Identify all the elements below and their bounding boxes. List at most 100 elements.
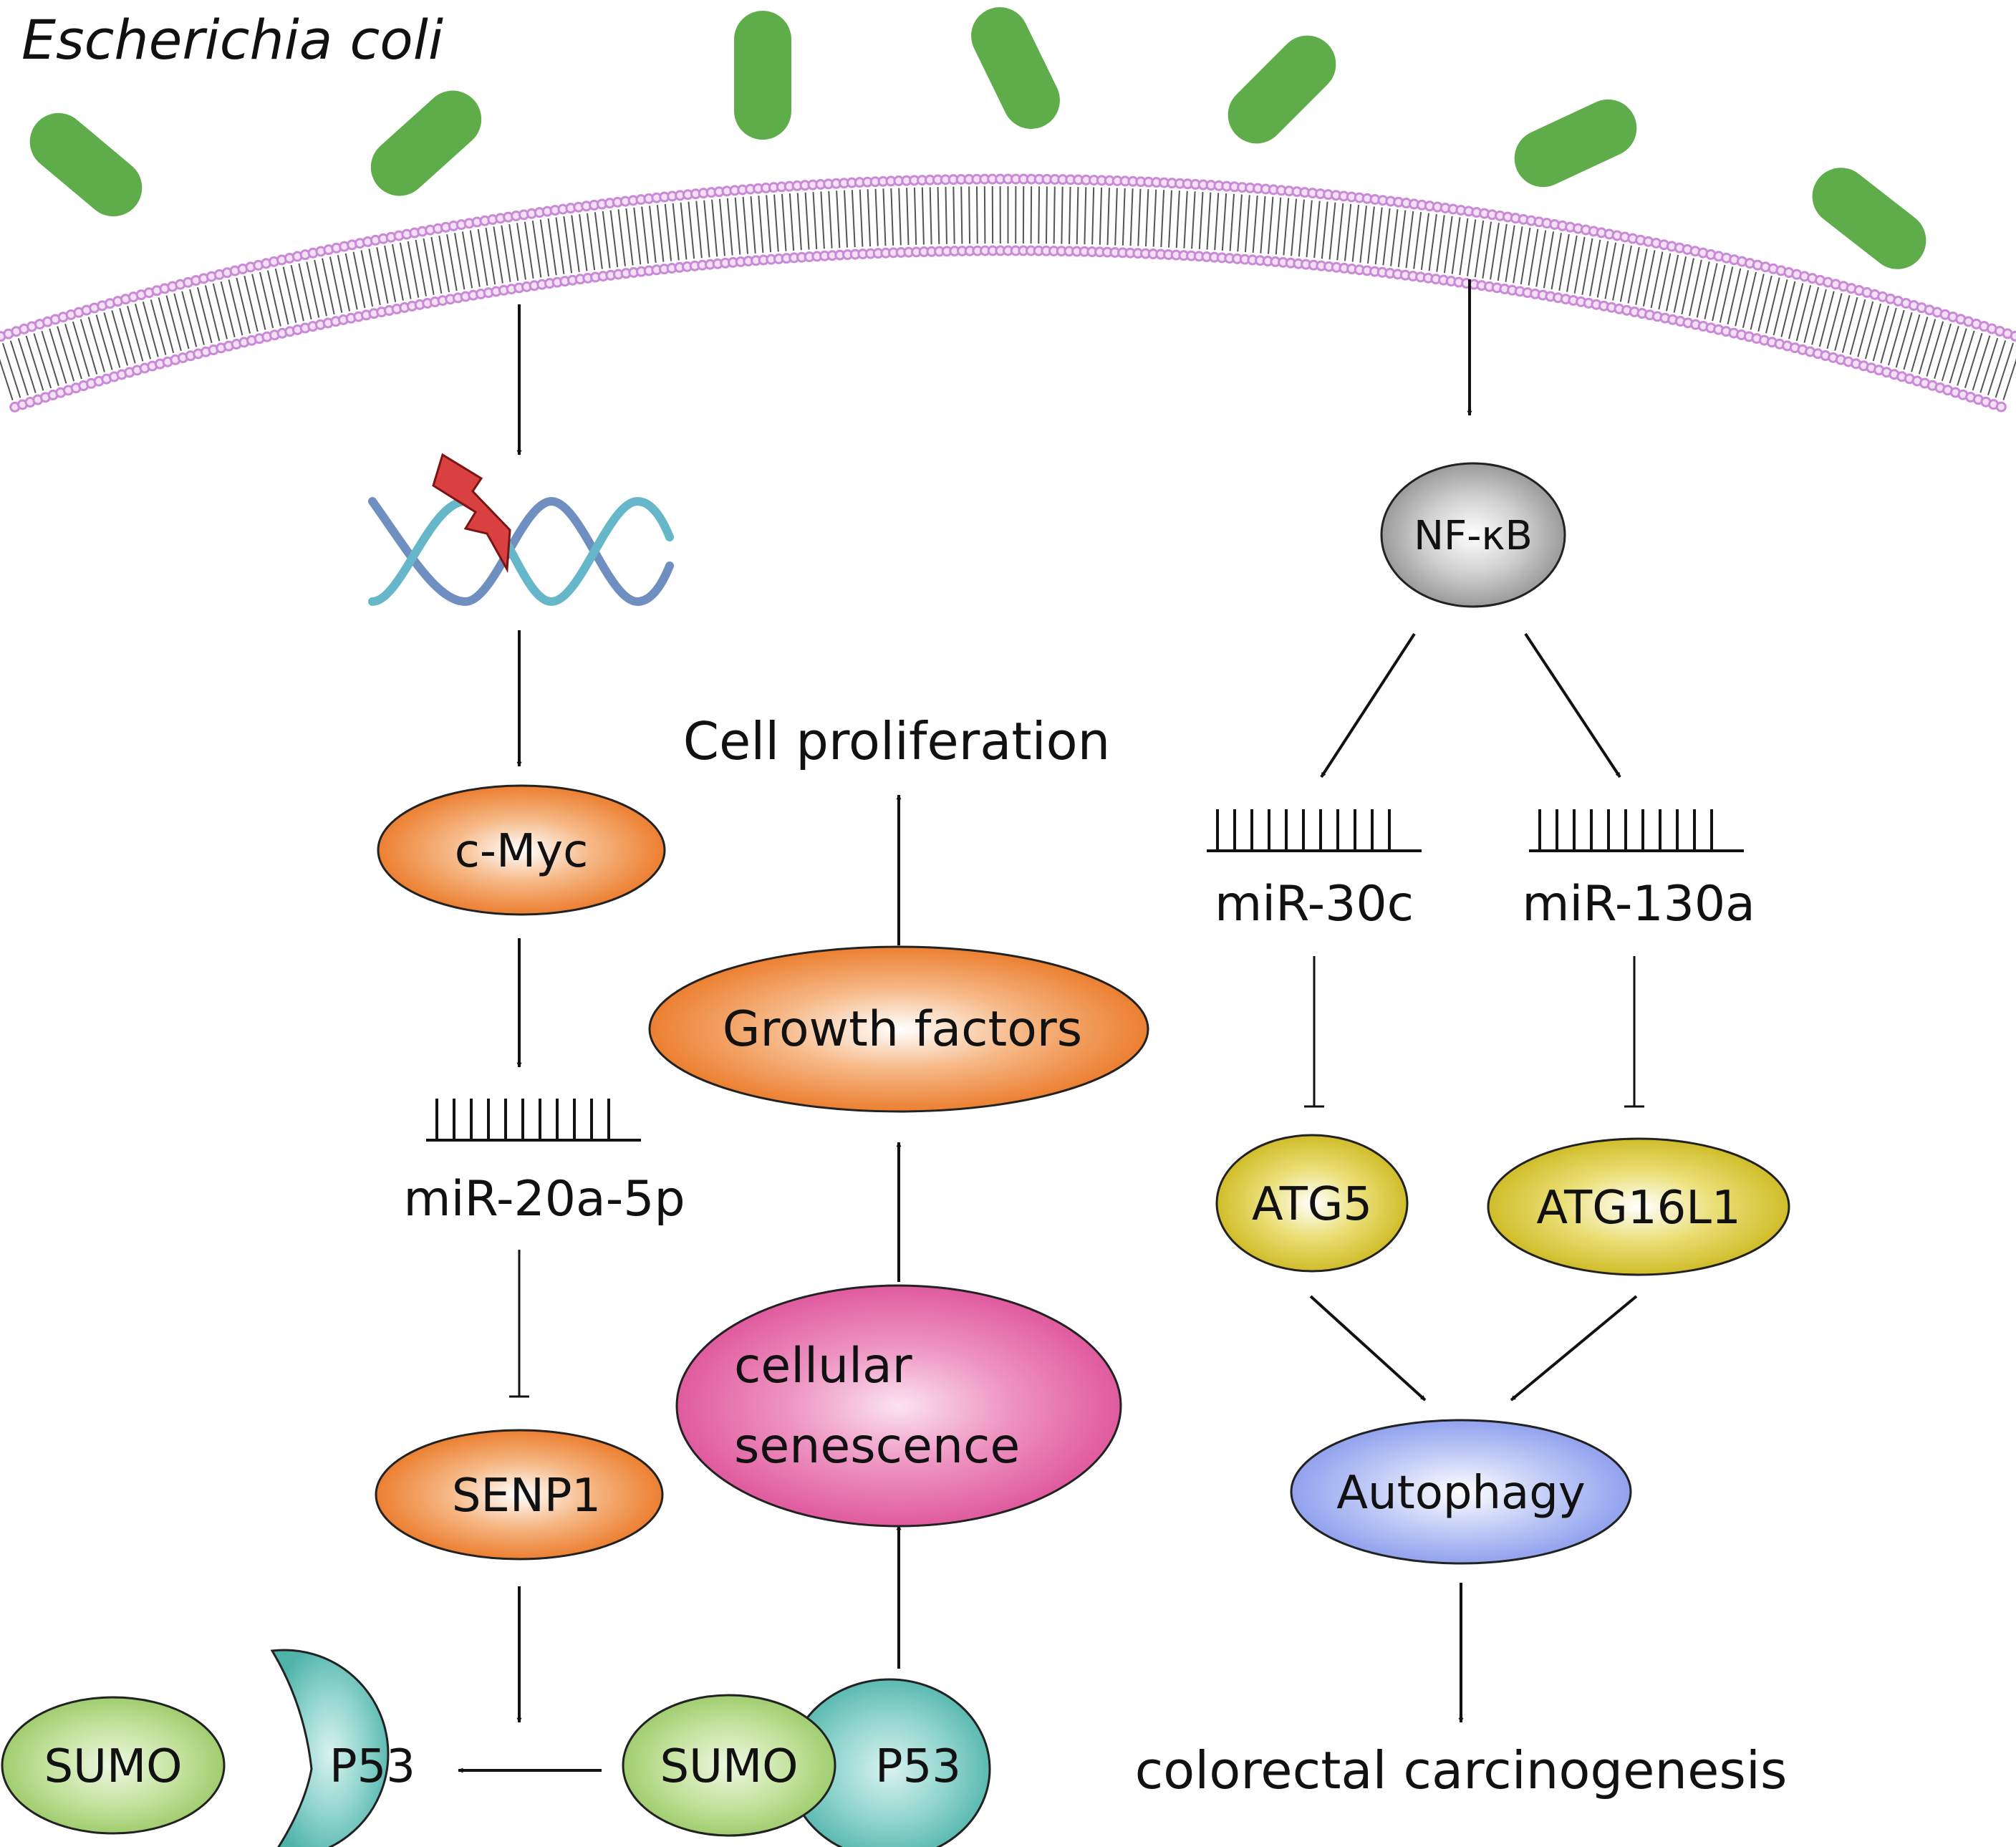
- lipid-tail: [407, 241, 420, 298]
- lipid-tail: [1834, 295, 1851, 351]
- lipid-tail: [461, 231, 473, 289]
- cmyc-label: c-Myc: [455, 825, 589, 878]
- lipid-tail: [960, 186, 963, 244]
- lipid-tail: [1818, 291, 1835, 347]
- lipid-tail: [1880, 307, 1897, 364]
- lipid-tail: [539, 219, 550, 276]
- lipid-tail: [1038, 186, 1041, 244]
- arrow: [1320, 632, 1416, 778]
- lipid-tail: [1665, 254, 1679, 312]
- lipid-tail: [796, 193, 802, 251]
- p53-free-node: [270, 1649, 390, 1847]
- atg5-label: ATG5: [1252, 1178, 1372, 1231]
- arrow: [1309, 1295, 1427, 1402]
- lipid-tail: [703, 200, 710, 258]
- bacterium: [734, 11, 791, 140]
- lipid-tail: [150, 299, 167, 355]
- lipid-tail: [1941, 325, 1959, 382]
- nfkb-node: [1380, 462, 1566, 608]
- lipid-tail: [228, 279, 243, 336]
- bacterium: [1514, 99, 1637, 188]
- lipid-tail: [929, 187, 932, 245]
- lipid-tail: [1291, 198, 1298, 256]
- lipid-tail: [251, 274, 266, 330]
- lipid-tail: [1735, 270, 1750, 327]
- lipid-tail: [1888, 309, 1905, 366]
- lipid-tail: [298, 263, 312, 320]
- lipid-tail: [1382, 208, 1391, 266]
- dna-helix-icon: [368, 453, 674, 607]
- lipid-tail: [1198, 191, 1204, 249]
- lipid-tail: [820, 191, 825, 249]
- lipid-tail: [368, 249, 381, 306]
- lipid-tail: [41, 330, 59, 386]
- lipid-tail: [906, 188, 910, 246]
- lipid-tail: [79, 319, 98, 375]
- lipid-tail: [773, 194, 779, 252]
- lipid-tail: [204, 285, 221, 342]
- lipid-tail: [1681, 258, 1694, 314]
- lipid-tail: [1076, 187, 1079, 245]
- lipid-tail: [1367, 206, 1375, 264]
- lipid-tail: [1244, 195, 1250, 253]
- senp1-node: [375, 1429, 664, 1561]
- lipid-tail: [1742, 271, 1757, 329]
- lipid-tail: [1550, 232, 1562, 290]
- lipid-tail: [531, 221, 542, 278]
- lipid-tail: [438, 235, 450, 293]
- lightning-icon: [432, 453, 511, 574]
- lipid-tail: [1405, 211, 1414, 269]
- bacterium: [971, 7, 1060, 129]
- lipid-tail: [1122, 188, 1126, 246]
- lipid-tail: [781, 193, 787, 251]
- lipid-tail: [1443, 216, 1453, 274]
- lipid-tail: [1237, 194, 1243, 252]
- lipid-tail: [17, 338, 37, 393]
- lipid-tail: [968, 186, 971, 244]
- lipid-tail: [828, 191, 833, 249]
- cell-membrane: [0, 173, 2016, 413]
- bacteria-group: [29, 7, 1926, 269]
- lipid-tail: [25, 335, 44, 391]
- lipid-tail: [446, 234, 458, 291]
- lipid-tail: [726, 198, 733, 256]
- lipid-tail: [844, 190, 848, 248]
- lipid-tail: [1972, 335, 1991, 391]
- lipid-tail: [1520, 227, 1531, 285]
- lipid-tail: [1513, 226, 1523, 284]
- lipid-tail: [1351, 204, 1360, 262]
- lipid-tail: [656, 205, 665, 262]
- lipid-tail: [243, 276, 259, 332]
- lipid-tail: [274, 268, 289, 325]
- lipid-tail: [1451, 217, 1461, 274]
- lipid-tail: [1658, 253, 1672, 310]
- lipid-tail: [1106, 188, 1110, 246]
- lipid-tail: [399, 242, 412, 299]
- lipid-tail: [516, 223, 526, 280]
- lipid-tail: [1268, 196, 1274, 254]
- lipid-tail: [119, 308, 136, 364]
- lipid-tail: [1689, 259, 1702, 317]
- lipid-tail: [547, 218, 557, 276]
- lipid-tail: [1191, 191, 1196, 249]
- lipid-tail: [1773, 279, 1788, 336]
- lipid-tail: [1918, 319, 1937, 375]
- lipid-tail: [1581, 238, 1593, 295]
- lipid-tail: [1420, 213, 1430, 271]
- lipid-tail: [1183, 191, 1188, 249]
- lipid-tail: [1129, 188, 1134, 246]
- lipid-tail: [95, 314, 113, 370]
- lipid-tail: [1321, 201, 1328, 259]
- lipid-tail: [1152, 189, 1157, 247]
- lipid-tail: [33, 333, 52, 389]
- colorectal-carcinogenesis-label: colorectal carcinogenesis: [1135, 1740, 1788, 1800]
- lipid-tail: [921, 187, 925, 245]
- cell-proliferation-label: Cell proliferation: [683, 711, 1111, 771]
- sumo-free-label: SUMO: [44, 1740, 182, 1793]
- lipid-tail: [1826, 293, 1843, 349]
- lipid-tail: [1788, 283, 1804, 339]
- mirna-icon: [426, 1099, 641, 1142]
- lipid-tail: [57, 326, 75, 382]
- lipid-tail: [788, 193, 795, 251]
